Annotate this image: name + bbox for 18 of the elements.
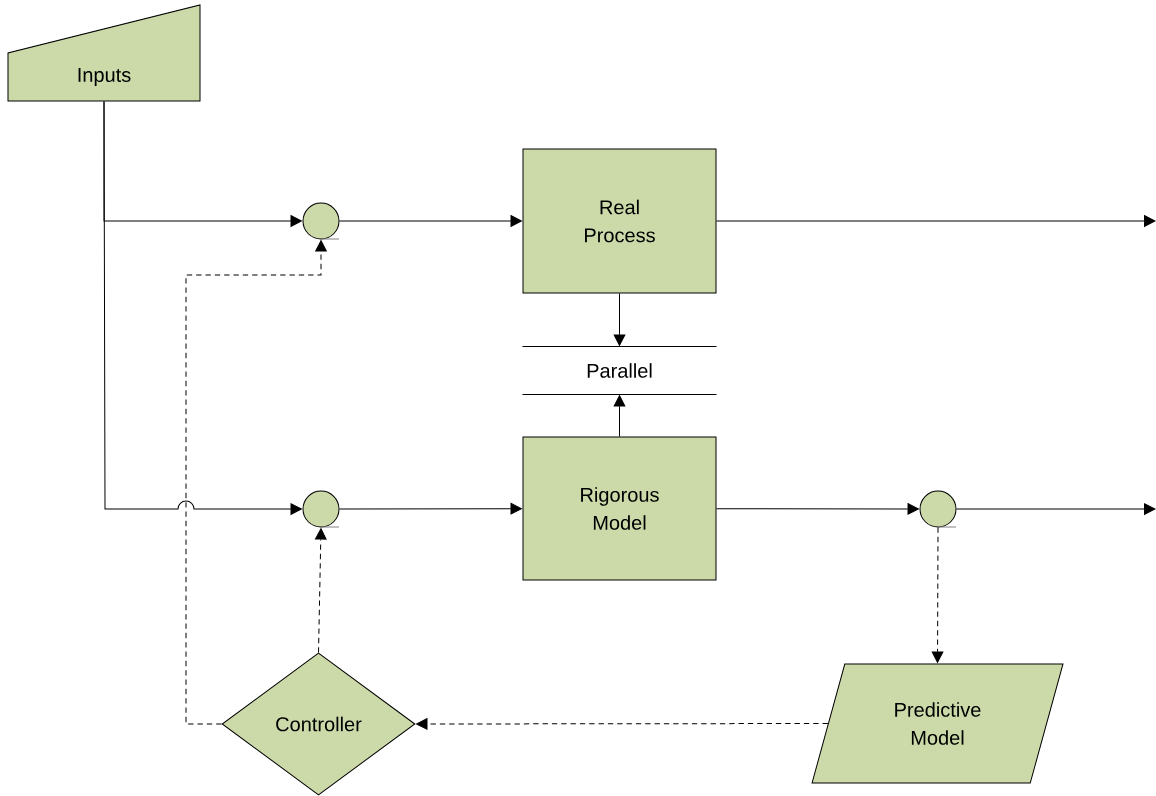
parallel-band: Parallel [522,346,717,395]
sum-circle [919,490,957,528]
arrow [956,503,1156,515]
arrow [339,502,522,515]
arrow [613,293,626,346]
arrow [103,101,302,515]
arrow [339,215,522,227]
arrow [716,503,919,515]
arrow [931,527,944,663]
process-box: Rigorous Model [522,436,717,581]
arrow [613,395,626,437]
arrow [716,215,1156,227]
sum-circle [302,202,340,240]
arrow [416,718,829,730]
sum-circle [302,490,340,528]
arrow [185,240,327,725]
process-box: Real Process [522,148,717,294]
arrow [314,528,327,653]
